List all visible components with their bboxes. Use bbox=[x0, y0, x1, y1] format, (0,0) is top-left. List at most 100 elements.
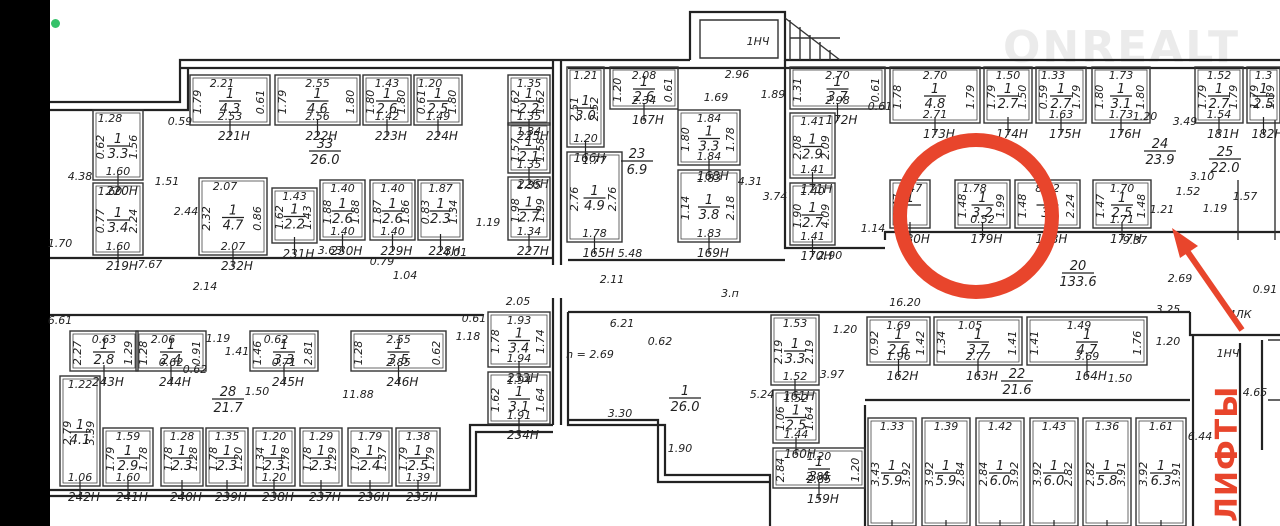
space-number: 33 bbox=[317, 137, 334, 152]
room[interactable]: 12.51.31.791.39182Н bbox=[1246, 66, 1280, 141]
room[interactable]: 16.01.433.922.82155Н bbox=[1029, 417, 1079, 526]
room-dimension: 1.57 bbox=[509, 138, 522, 163]
room[interactable]: 15.91.333.433.92158Н bbox=[867, 417, 917, 526]
room-area: 2.3 bbox=[217, 459, 238, 474]
room-number: 1 bbox=[808, 133, 816, 148]
dimension-label: 6.44 bbox=[1188, 430, 1213, 443]
room-dimension: 1.60 bbox=[98, 185, 123, 198]
room-dimension: 1.43 bbox=[1042, 420, 1067, 433]
room-dimension: 1.79 bbox=[1196, 85, 1209, 110]
room-dimension: 1.36 bbox=[1095, 420, 1120, 433]
dimension-label: 1.14 bbox=[861, 222, 886, 235]
dimension-label: 0.62 bbox=[183, 363, 208, 376]
room-dimension: 1.62 bbox=[489, 388, 502, 413]
room-dimension: 1.35 bbox=[517, 77, 542, 90]
room-area: 5.9 bbox=[936, 474, 957, 489]
room-dimension: 2.24 bbox=[1064, 194, 1077, 219]
space-number: 1 bbox=[681, 384, 689, 399]
room-dimension: 1.83 bbox=[697, 172, 722, 185]
space-label: 126.0 bbox=[669, 384, 701, 415]
room[interactable]: 16.01.422.843.92156Н bbox=[975, 417, 1025, 526]
room[interactable]: 15.91.393.922.84157Н bbox=[921, 417, 971, 526]
room-dimension: 2.55 bbox=[386, 333, 411, 346]
room-id-label: 224Н bbox=[426, 129, 458, 143]
room-area: 2.2 bbox=[519, 102, 540, 117]
room-area: 2.5 bbox=[1112, 206, 1133, 221]
dimension-label: 16.20 bbox=[889, 296, 921, 309]
room-dimension: 2.24 bbox=[127, 209, 140, 234]
dimension-label: 3.63 bbox=[318, 244, 343, 257]
space-area: 22.0 bbox=[1211, 161, 1240, 176]
room-dimension: 1.42 bbox=[914, 331, 927, 356]
room-dimension: 1.28 bbox=[137, 341, 150, 366]
space-area: 23.9 bbox=[1146, 153, 1175, 168]
room-dimension: 1.20 bbox=[573, 132, 598, 145]
room[interactable]: 16.31.613.923.91153Н bbox=[1135, 417, 1187, 526]
dimension-label: 1.19 bbox=[206, 332, 231, 345]
room-dimension: 2.18 bbox=[724, 196, 737, 221]
room-dimension: 1.28 bbox=[352, 341, 365, 366]
room-dimension: 1.42 bbox=[988, 420, 1013, 433]
room-dimension: 1.22 bbox=[68, 378, 93, 391]
room-dimension: 1.78 bbox=[962, 182, 987, 195]
room-dimension: 1.79 bbox=[276, 90, 289, 115]
room-area: 6.0 bbox=[990, 474, 1011, 489]
room-dimension: 4.09 bbox=[819, 204, 832, 229]
room-dimension: 1.48 bbox=[956, 194, 969, 219]
room[interactable]: 15.81.362.823.91154Н bbox=[1082, 417, 1132, 526]
room-dimension: 2.53 bbox=[218, 110, 243, 123]
room-dimension: 1.83 bbox=[697, 227, 722, 240]
room-dimension: 1.91 bbox=[507, 409, 532, 422]
room-number: 1 bbox=[414, 444, 422, 459]
